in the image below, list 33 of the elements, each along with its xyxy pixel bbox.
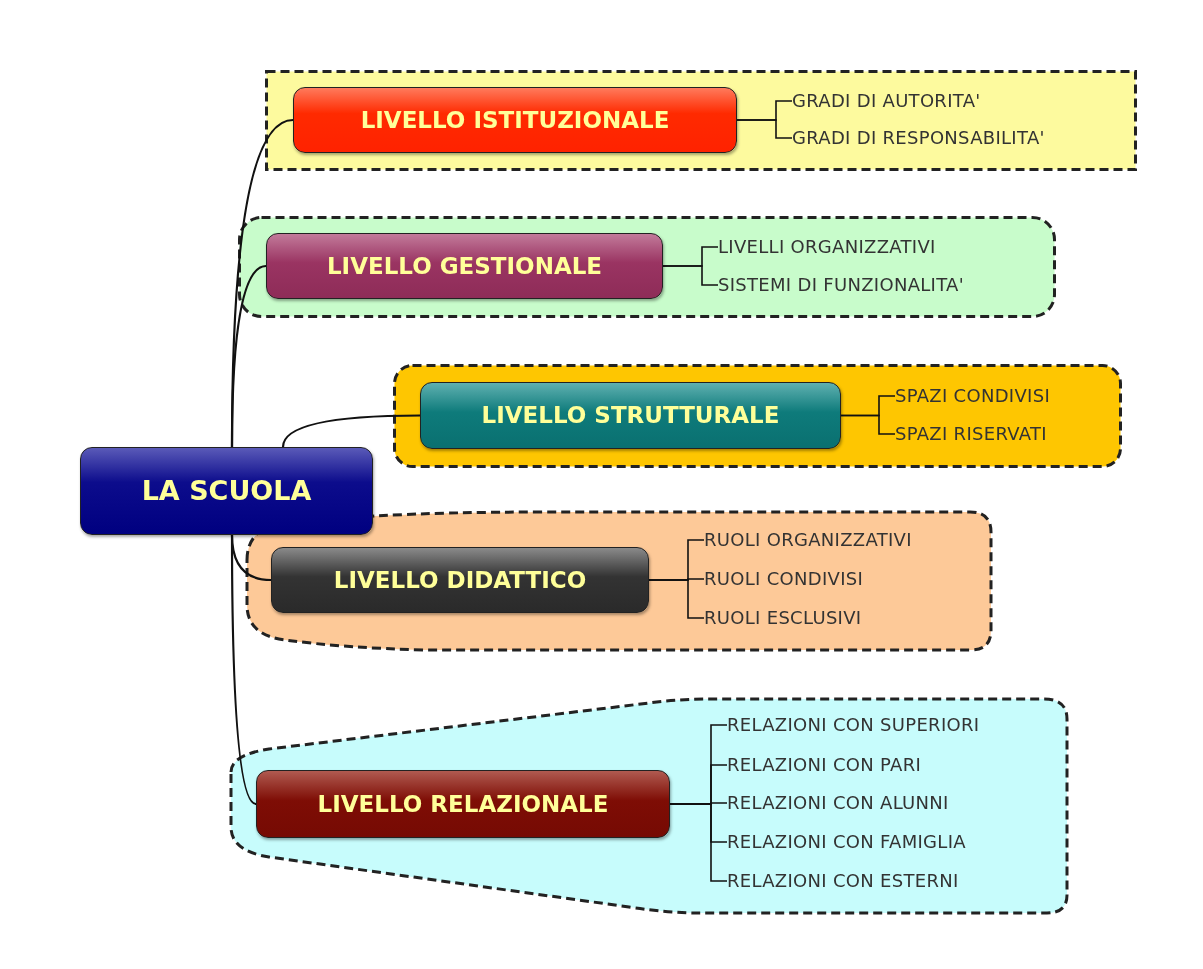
branch-label: RUOLI CONDIVISI (704, 566, 864, 592)
dashed-group-background (238, 216, 1056, 318)
connector-line (736, 119, 793, 139)
connector-line (669, 803, 728, 882)
dashed-group-background (393, 364, 1122, 468)
root-topic-box: LA SCUOLA (80, 447, 373, 535)
branch-label: RELAZIONI CON ESTERNI (727, 868, 959, 894)
branch-label: RELAZIONI CON PARI (727, 752, 922, 778)
branch-label: SISTEMI DI FUNZIONALITA' (718, 272, 964, 298)
branch-label: SPAZI RISERVATI (895, 421, 1047, 447)
level-box: LIVELLO RELAZIONALE (256, 770, 670, 838)
connector-line (230, 535, 257, 805)
branch-label: RUOLI ORGANIZZATIVI (704, 527, 912, 553)
connector-line (840, 414, 896, 435)
branch-label: RELAZIONI CON ALUNNI (727, 790, 949, 816)
level-box: LIVELLO STRUTTURALE (420, 382, 841, 449)
dashed-group-background (245, 510, 993, 652)
branch-label: RELAZIONI CON FAMIGLIA (727, 829, 966, 855)
connector-line (662, 265, 719, 286)
branch-label: RUOLI ESCLUSIVI (704, 605, 862, 631)
level-box: LIVELLO DIDATTICO (271, 547, 649, 613)
connector-line (648, 579, 705, 619)
connector-line (230, 264, 267, 447)
level-box: LIVELLO ISTITUZIONALE (293, 87, 737, 153)
branch-label: RELAZIONI CON SUPERIORI (727, 712, 980, 738)
level-box: LIVELLO GESTIONALE (266, 233, 663, 299)
branch-label: GRADI DI RESPONSABILITA' (792, 125, 1045, 151)
dashed-group-background (265, 70, 1137, 171)
branch-label: LIVELLI ORGANIZZATIVI (718, 234, 936, 260)
branch-label: GRADI DI AUTORITA' (792, 88, 981, 114)
dashed-group-background (229, 697, 1069, 915)
connector-line (281, 414, 420, 448)
branch-label: SPAZI CONDIVISI (895, 383, 1051, 409)
